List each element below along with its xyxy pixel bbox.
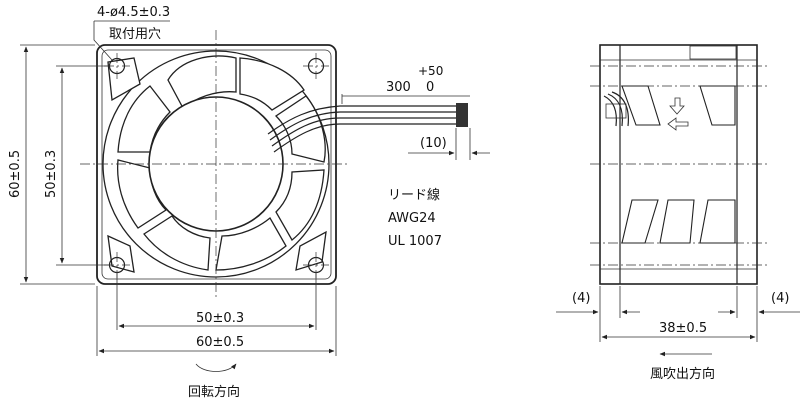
width-pitch-label: 50±0.3: [196, 311, 244, 326]
blade: [275, 169, 325, 241]
side-view: (4) (4) 38±0.5 風吹出方向: [556, 44, 800, 382]
width-outer-label: 60±0.5: [196, 335, 244, 350]
height-outer-label: 60±0.5: [8, 150, 23, 198]
left-arrow-icon: [667, 117, 689, 131]
corner-fin: [107, 234, 135, 273]
right-gap-label: (4): [771, 291, 789, 306]
front-view: 4-ø4.5±0.3 取付用穴 60±0.5 50±0.3 50±0.3 60±…: [8, 5, 468, 400]
awg-label: AWG24: [388, 211, 436, 226]
strip-length-label: (10): [420, 136, 447, 151]
hole-note-label: 取付用穴: [109, 27, 161, 42]
lead-wires: [267, 103, 468, 153]
left-gap-label: (4): [572, 291, 590, 306]
fan-frame-inner: [101, 49, 332, 280]
lead-length-label: 300: [386, 80, 411, 95]
blade: [239, 57, 305, 111]
blade: [143, 215, 211, 271]
lead-tolerance-low-label: 0: [426, 80, 434, 95]
corner-fin: [295, 230, 327, 271]
lead-dimensions: +50 300 0 (10) リード線 AWG24 UL 1007: [341, 64, 490, 249]
height-pitch-label: 50±0.3: [44, 150, 59, 198]
fan-blades: [107, 55, 327, 273]
ul-label: UL 1007: [388, 234, 442, 249]
wire-label: リード線: [388, 187, 440, 203]
lead-exit: [603, 91, 629, 127]
down-arrow-icon: [669, 97, 685, 115]
hole-spec-label: 4-ø4.5±0.3: [97, 5, 170, 20]
airflow-label: 風吹出方向: [650, 366, 715, 382]
rotation-label: 回転方向: [188, 384, 240, 400]
blade: [215, 217, 287, 271]
lead-tolerance-label: +50: [418, 64, 443, 78]
blade: [274, 95, 326, 163]
fan-frame: [96, 44, 337, 285]
side-frame: [599, 44, 758, 285]
rotation-arrow: [195, 363, 237, 372]
corner-fin: [107, 57, 141, 102]
depth-label: 38±0.5: [659, 321, 707, 336]
